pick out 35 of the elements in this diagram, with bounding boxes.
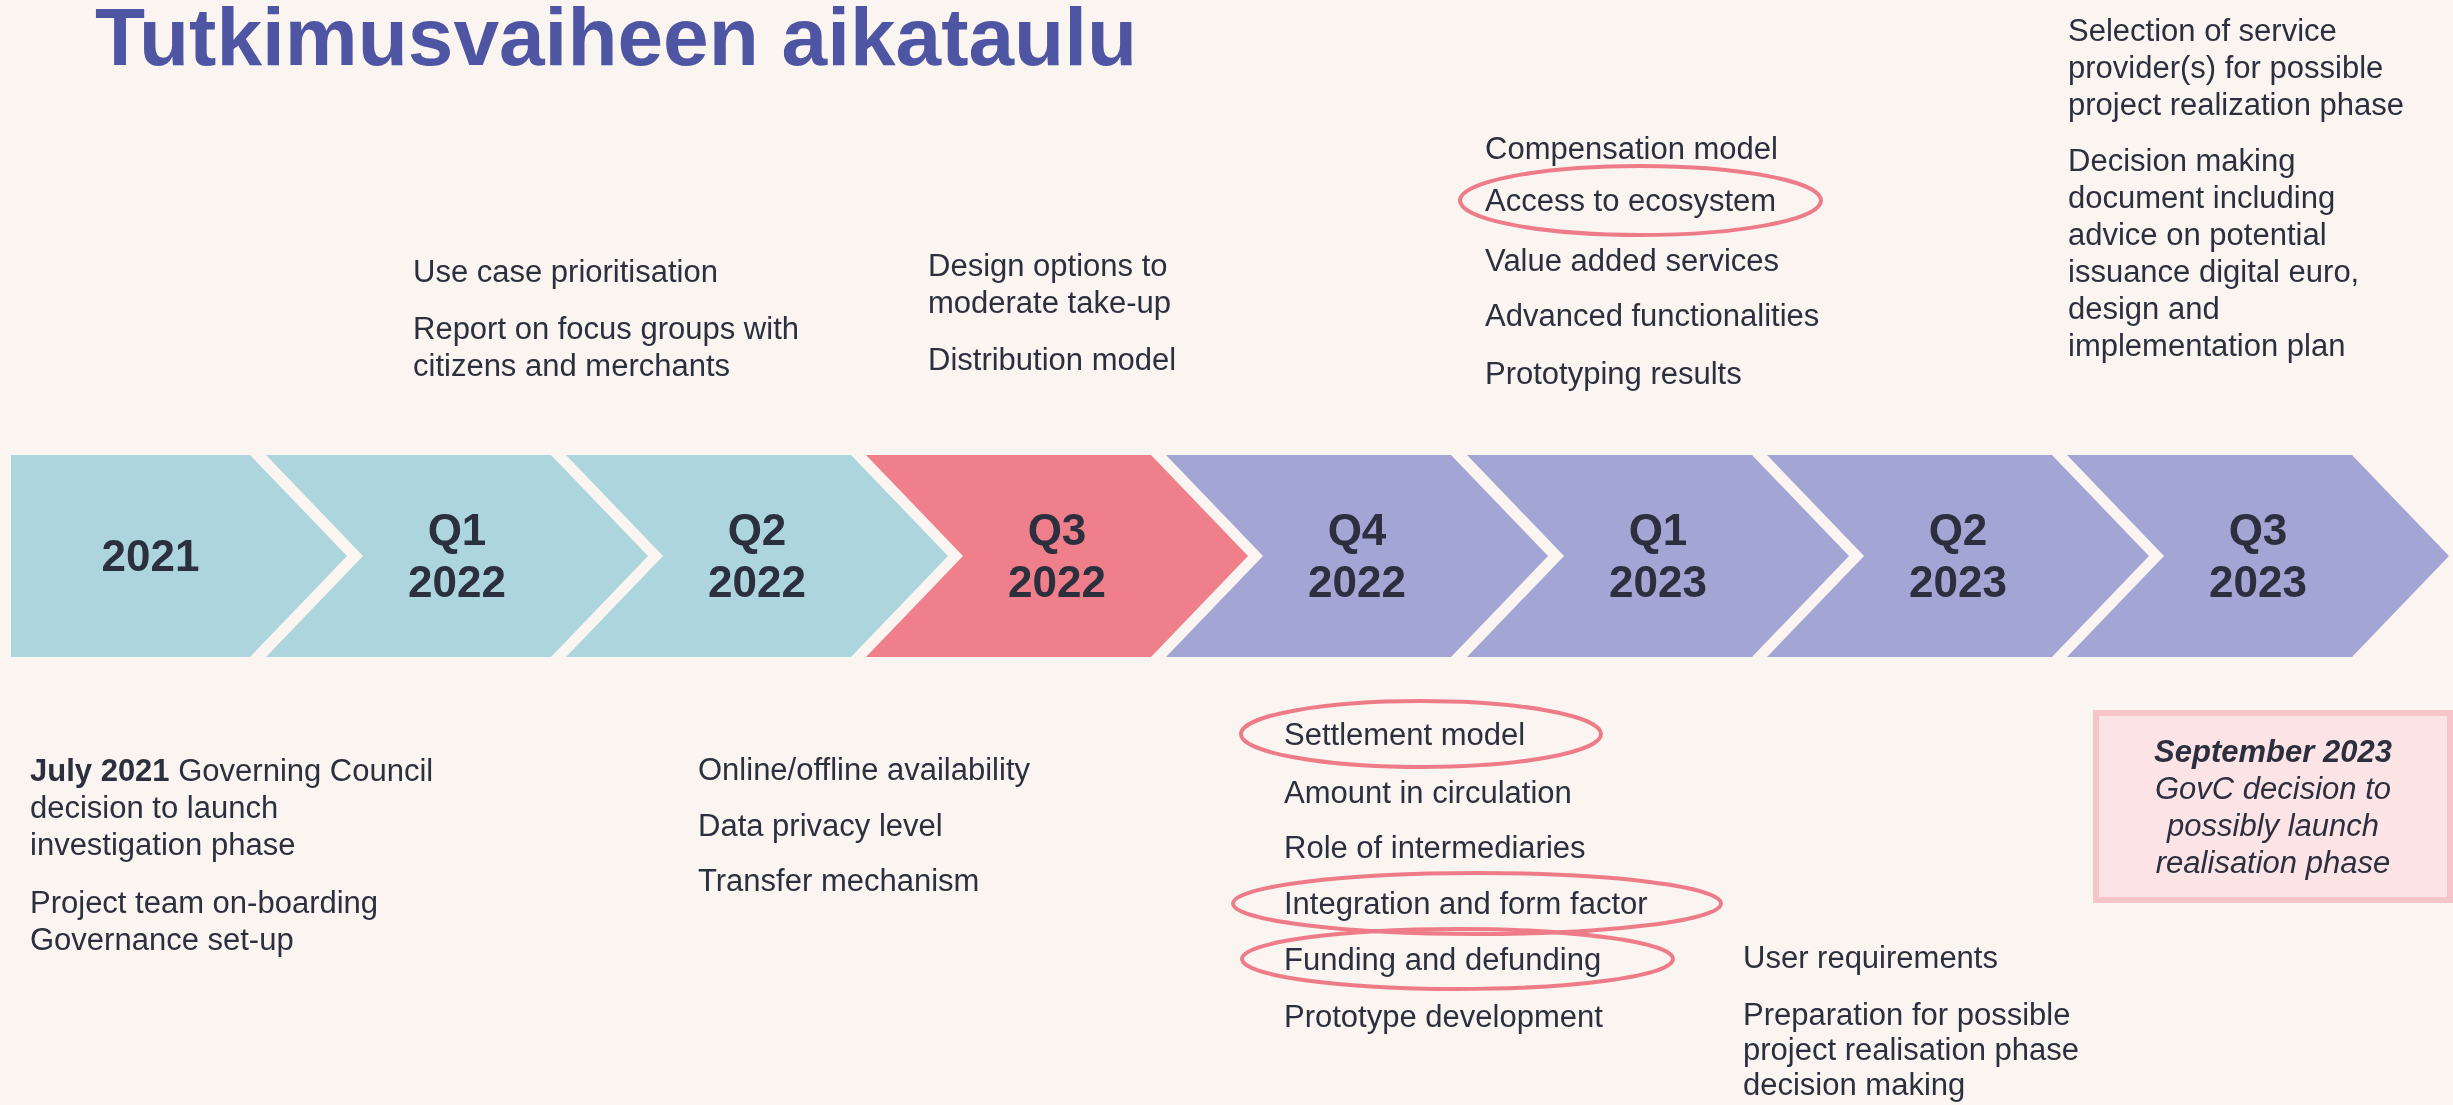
circled-item: Integration and form factor xyxy=(1230,870,1724,937)
list-item: Online/offline availability xyxy=(698,751,1031,788)
timeline-period-band: Q1 2023 xyxy=(1467,455,1849,657)
list-item: Prototype development xyxy=(1284,998,1604,1035)
list-item: July 2021 Governing Council decision to launch investigation phase xyxy=(30,752,435,863)
list-item: Governance set-up xyxy=(30,921,295,958)
list-item: Selection of service provider(s) for possible project realization phase xyxy=(2068,12,2406,123)
timeline-period-band: Q3 2022 xyxy=(866,455,1248,657)
circled-item: Settlement model xyxy=(1238,698,1604,770)
timeline-period-band: Q2 2022 xyxy=(566,455,948,657)
timeline-period-band: Q2 2023 xyxy=(1767,455,2149,657)
list-item: Report on focus groups with citizens and merchants xyxy=(413,310,800,384)
list-item: Data privacy level xyxy=(698,807,944,844)
list-item: Role of intermediaries xyxy=(1284,829,1587,866)
decision-box xyxy=(2093,710,2453,903)
list-item: Value added services xyxy=(1485,242,1781,279)
list-item: Prototyping results xyxy=(1485,355,1743,392)
timeline-period-band: 2021 xyxy=(11,455,347,657)
list-item: Use case prioritisation xyxy=(413,253,719,290)
box-text: GovC decision to possibly launch realisation phase xyxy=(2153,769,2393,881)
title: Tutkimusvaiheen aikataulu xyxy=(95,0,1138,82)
list-item: Project team on-boarding xyxy=(30,884,380,921)
list-item: Design options to moderate take-up xyxy=(928,247,1172,321)
list-item: Advanced functionalities xyxy=(1485,297,1821,334)
list-item: Decision making document including advice on potential issuance digital euro, design and implementation plan xyxy=(2068,142,2361,364)
list-item: Transfer mechanism xyxy=(698,862,981,899)
list-item: Preparation for possible project realisation phase decision making xyxy=(1743,997,2081,1102)
circled-item: Funding and defunding xyxy=(1239,926,1676,992)
timeline-period-band: Q1 2022 xyxy=(266,455,648,657)
timeline-period-band: Q4 2022 xyxy=(1166,455,1548,657)
list-item: Distribution model xyxy=(928,341,1178,378)
box-heading: September 2023 xyxy=(2153,732,2393,770)
list-item: Amount in circulation xyxy=(1284,774,1573,811)
timeline-period-band: Q3 2023 xyxy=(2067,455,2449,657)
list-item: User requirements xyxy=(1743,939,1999,976)
